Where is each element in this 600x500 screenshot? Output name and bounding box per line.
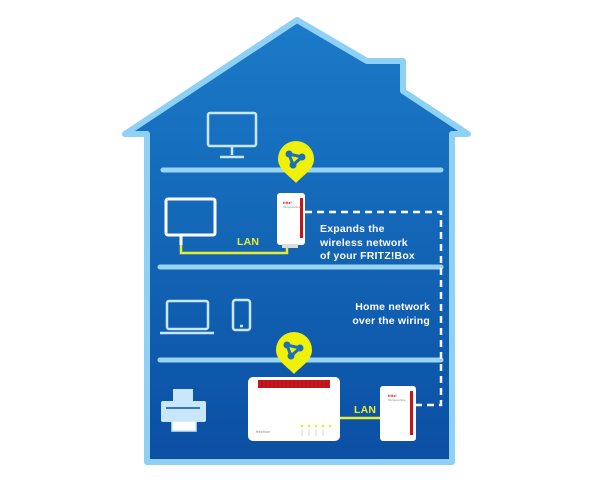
repeater-brand-upper: fritz! <box>283 200 292 205</box>
repeater-model-lower: fritzpowerline <box>388 398 406 402</box>
powerline-adapter-lower <box>380 386 416 441</box>
lan-cables <box>179 244 380 420</box>
monitor-icon <box>206 111 258 159</box>
repeater-model-upper: fritzpowerline <box>283 205 301 209</box>
router-leds <box>300 424 332 428</box>
laptop-icon <box>160 299 214 335</box>
powerline-connection <box>305 210 443 407</box>
expands-wireless-label: Expands the wireless network of your FRI… <box>320 223 415 262</box>
smartphone-icon <box>231 298 252 332</box>
router <box>248 377 340 441</box>
lan-cable-upper <box>179 244 289 255</box>
repeater-brand-lower: fritz! <box>388 393 397 398</box>
lan-label-lower: LAN <box>354 404 377 416</box>
lan-label-upper: LAN <box>237 236 260 248</box>
tv-icon <box>164 197 217 245</box>
wifi-mesh-pin-icon <box>278 141 314 183</box>
wifi-mesh-pin-icon <box>276 332 312 374</box>
home-network-label: Home network over the wiring <box>352 301 430 327</box>
router-brand: fritz!box <box>256 429 271 434</box>
powerline-adapter-upper <box>277 193 305 248</box>
printer-icon <box>161 389 206 432</box>
